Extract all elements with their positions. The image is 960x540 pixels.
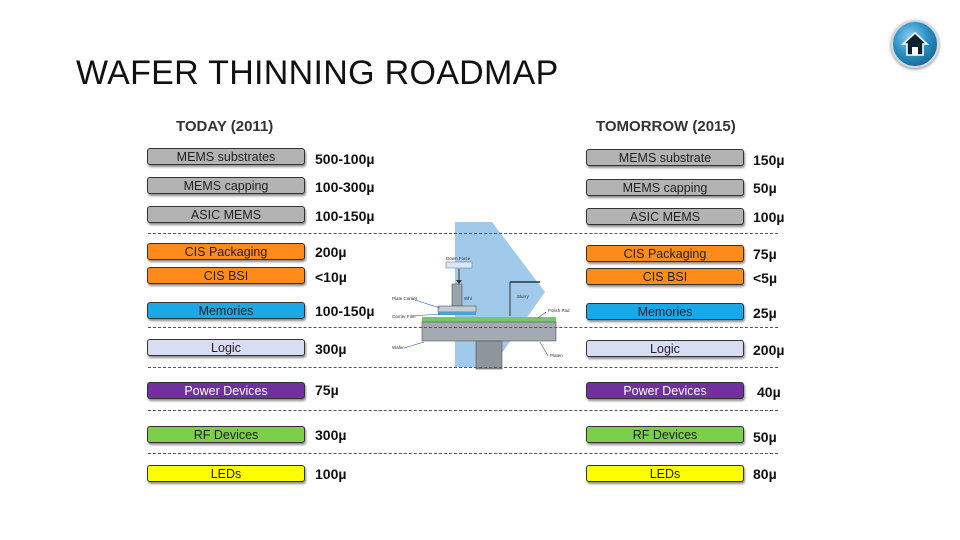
today-row-mems-capping: MEMS capping xyxy=(147,177,305,194)
plate-carrier-label: Plate Carrier xyxy=(392,296,418,301)
home-icon xyxy=(901,31,929,56)
carrier-film-label: Carrier Film xyxy=(392,314,416,319)
tomorrow-heading: TOMORROW (2015) xyxy=(596,118,736,135)
tomorrow-row-rf-devices: RF Devices xyxy=(586,426,744,443)
today-heading: TODAY (2011) xyxy=(176,118,274,135)
tomorrow-row-cis-bsi: CIS BSI xyxy=(586,268,744,285)
platen xyxy=(421,321,557,342)
down-force-box xyxy=(445,261,473,269)
group-separator xyxy=(148,453,778,454)
today-value-power-devices: 75µ xyxy=(315,382,339,398)
wheel-label: Whl xyxy=(464,296,472,301)
polish-pad-label: Polish Pad xyxy=(548,308,570,313)
today-value-leds: 100µ xyxy=(315,466,347,482)
tomorrow-row-power-devices: Power Devices xyxy=(586,382,744,399)
polish-pad xyxy=(422,317,556,322)
page-title: WAFER THINNING ROADMAP xyxy=(76,54,559,92)
tomorrow-value-memories: 25µ xyxy=(753,305,777,321)
today-row-cis-bsi: CIS BSI xyxy=(147,267,305,284)
today-row-cis-packaging: CIS Packaging xyxy=(147,243,305,260)
tomorrow-value-leds: 80µ xyxy=(753,466,777,482)
tomorrow-row-logic: Logic xyxy=(586,340,744,357)
group-separator xyxy=(148,410,778,411)
tomorrow-value-power-devices: 40µ xyxy=(757,384,781,400)
tomorrow-value-mems-substrate: 150µ xyxy=(753,152,785,168)
tomorrow-row-mems-substrate: MEMS substrate xyxy=(586,149,744,166)
tomorrow-row-cis-packaging: CIS Packaging xyxy=(586,245,744,262)
today-row-mems-substrates: MEMS substrates xyxy=(147,148,305,165)
tomorrow-row-leds: LEDs xyxy=(586,465,744,482)
down-force-label: Down Force xyxy=(446,256,471,261)
carrier-film xyxy=(438,312,476,315)
group-separator xyxy=(148,367,778,368)
tomorrow-value-cis-bsi: <5µ xyxy=(753,270,778,286)
today-value-cis-bsi: <10µ xyxy=(315,269,347,285)
platen-label: Platen xyxy=(550,353,563,358)
home-button[interactable] xyxy=(891,20,939,68)
today-row-logic: Logic xyxy=(147,339,305,356)
tomorrow-row-asic-mems: ASIC MEMS xyxy=(586,208,744,225)
today-value-mems-capping: 100-300µ xyxy=(315,179,375,195)
slurry-label: Slurry xyxy=(517,294,530,299)
today-value-rf-devices: 300µ xyxy=(315,427,347,443)
today-value-memories: 100-150µ xyxy=(315,303,375,319)
tomorrow-value-asic-mems: 100µ xyxy=(753,209,785,225)
tomorrow-value-cis-packaging: 75µ xyxy=(753,246,777,262)
tomorrow-row-mems-capping: MEMS capping xyxy=(586,179,744,196)
today-value-cis-packaging: 200µ xyxy=(315,244,347,260)
tomorrow-value-logic: 200µ xyxy=(753,342,785,358)
platen-shaft xyxy=(475,340,503,370)
today-row-rf-devices: RF Devices xyxy=(147,426,305,443)
wafer-label: Wafer xyxy=(392,345,404,350)
group-separator xyxy=(148,233,778,234)
tomorrow-row-memories: Memories xyxy=(586,303,744,320)
today-value-asic-mems: 100-150µ xyxy=(315,208,375,224)
today-value-logic: 300µ xyxy=(315,341,347,357)
today-value-mems-substrates: 500-100µ xyxy=(315,151,375,167)
spindle xyxy=(451,283,463,307)
today-row-memories: Memories xyxy=(147,302,305,319)
tomorrow-value-mems-capping: 50µ xyxy=(753,180,777,196)
today-row-asic-mems: ASIC MEMS xyxy=(147,206,305,223)
plate-carrier xyxy=(437,305,477,313)
today-row-leds: LEDs xyxy=(147,465,305,482)
tomorrow-value-rf-devices: 50µ xyxy=(753,429,777,445)
today-row-power-devices: Power Devices xyxy=(147,382,305,399)
grinder-diagram: Down Force Whl Plate Carrier Carrier Fil… xyxy=(392,222,570,370)
group-separator xyxy=(148,327,778,328)
